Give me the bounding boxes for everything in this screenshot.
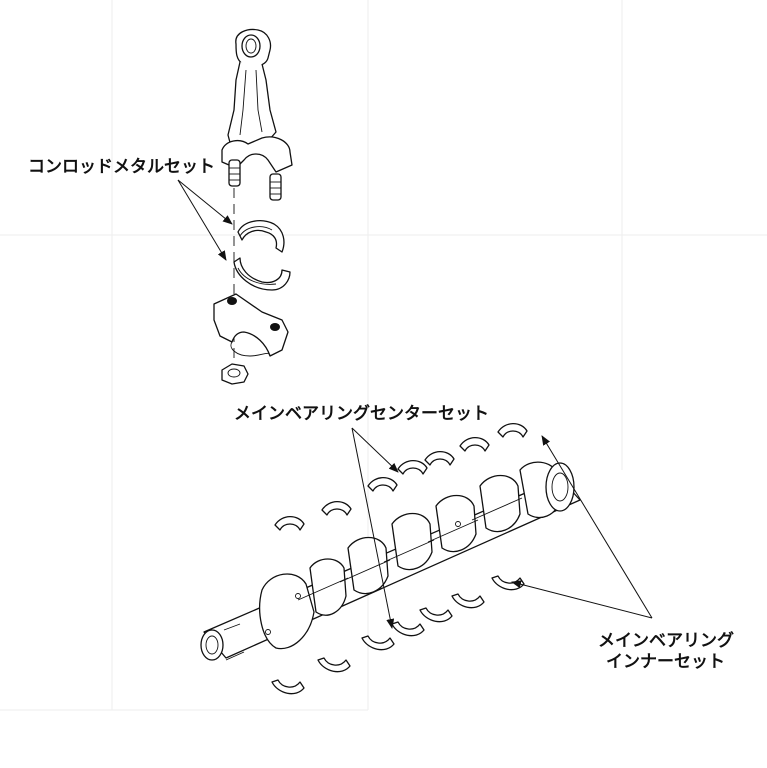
- connecting-rod: [221, 28, 293, 360]
- main-bearing-upper-row: [274, 422, 528, 531]
- main-bearing-lower-row: [271, 575, 525, 695]
- crankshaft: [200, 461, 581, 661]
- label-main-bearing-inner-set-line1: メインベアリング: [598, 630, 734, 651]
- main-bearing-shell: [451, 593, 485, 609]
- label-conrod-metal-set: コンロッドメタルセット: [28, 157, 215, 177]
- main-bearing-shell: [397, 459, 428, 475]
- main-bearing-shell: [419, 607, 453, 623]
- main-bearing-shell: [459, 436, 490, 452]
- leader-arrows: [177, 179, 653, 629]
- main-bearing-shell: [361, 635, 395, 651]
- main-bearing-shell: [491, 575, 525, 591]
- main-bearing-shell: [271, 679, 305, 695]
- cap-bolt-hole-left: [227, 297, 237, 305]
- conrod-bearing-upper: [237, 220, 285, 253]
- conrod-cap: [213, 293, 289, 357]
- conrod-nut: [221, 363, 249, 385]
- main-bearing-shell: [391, 621, 425, 637]
- cap-bolt-hole-right: [270, 323, 280, 331]
- label-main-bearing-center-set: メインベアリングセンターセット: [234, 403, 489, 424]
- main-bearing-shell: [274, 515, 305, 531]
- main-bearing-shell: [317, 657, 351, 673]
- main-bearing-shell: [367, 476, 398, 492]
- main-bearing-shell: [424, 450, 455, 466]
- conrod-bearing-lower: [233, 257, 291, 291]
- background-grid: [0, 0, 767, 711]
- main-bearing-shell: [497, 422, 528, 438]
- main-bearing-shell: [321, 500, 352, 516]
- label-main-bearing-inner-set-line2: インナーセット: [606, 652, 725, 672]
